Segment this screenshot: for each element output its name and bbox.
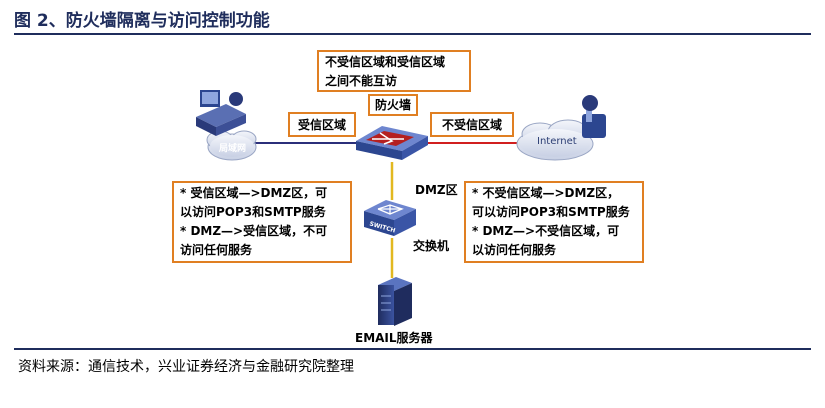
dmz-label: DMZ区 bbox=[415, 183, 458, 197]
left-rules-box: * 受信区域—>DMZ区，可 以访问POP3和SMTP服务 * DMZ—>受信区… bbox=[172, 181, 352, 263]
right-rules-box: * 不受信区域—>DMZ区， 可以访问POP3和SMTP服务 * DMZ—>不受… bbox=[464, 181, 644, 263]
right-rule-line-3: * DMZ—>不受信区域，可 bbox=[472, 224, 620, 238]
note-top-line-1: 不受信区域和受信区域 bbox=[325, 55, 446, 69]
firewall-label: 防火墙 bbox=[374, 98, 411, 112]
right-rule-line-1: * 不受信区域—>DMZ区， bbox=[472, 186, 620, 200]
untrusted-zone-box: 不受信区域 bbox=[430, 112, 514, 137]
right-rule-line-2: 可以访问POP3和SMTP服务 bbox=[472, 205, 630, 219]
switch-label: 交换机 bbox=[413, 239, 450, 253]
bottom-divider bbox=[14, 348, 811, 350]
email-server-label: EMAIL服务器 bbox=[355, 331, 433, 345]
trusted-zone-label: 受信区域 bbox=[297, 118, 346, 132]
left-rule-line-1: * 受信区域—>DMZ区，可 bbox=[180, 186, 328, 200]
top-divider bbox=[14, 33, 811, 35]
figure-title: 图 2、防火墙隔离与访问控制功能 bbox=[14, 11, 270, 31]
firewall-icon bbox=[356, 126, 428, 160]
untrusted-zone-label: 不受信区域 bbox=[441, 118, 502, 132]
firewall-label-box: 防火墙 bbox=[368, 94, 418, 116]
note-top-line-2: 之间不能互访 bbox=[325, 74, 398, 88]
internet-user-icon bbox=[582, 95, 606, 138]
trusted-zone-box: 受信区域 bbox=[288, 112, 356, 137]
email-server-icon bbox=[378, 277, 412, 326]
note-box-top: 不受信区域和受信区域 之间不能互访 bbox=[317, 50, 471, 92]
source-note: 资料来源：通信技术，兴业证券经济与金融研究院整理 bbox=[18, 359, 354, 375]
left-rule-line-2: 以访问POP3和SMTP服务 bbox=[180, 205, 326, 219]
right-rule-line-4: 以访问任何服务 bbox=[472, 243, 557, 257]
left-rule-line-4: 访问任何服务 bbox=[180, 243, 253, 257]
lan-cloud-icon bbox=[206, 130, 257, 161]
left-rule-line-3: * DMZ—>受信区域，不可 bbox=[180, 224, 328, 238]
internet-cloud-icon bbox=[516, 119, 594, 161]
switch-icon bbox=[364, 200, 416, 236]
internet-label: Internet bbox=[537, 136, 577, 147]
lan-label: 局域网 bbox=[219, 144, 247, 154]
workstation-icon bbox=[196, 90, 246, 136]
